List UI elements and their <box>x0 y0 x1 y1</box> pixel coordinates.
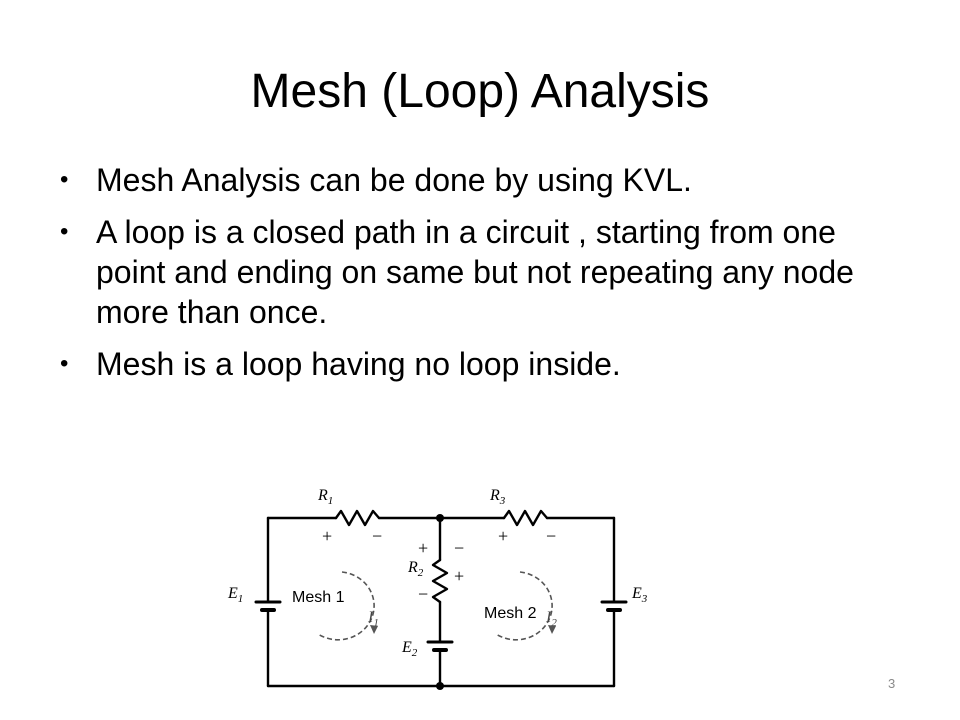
junction-top <box>436 514 444 522</box>
page-number: 3 <box>888 676 896 691</box>
resistor-r1 <box>334 509 381 527</box>
bullet-icon: • <box>60 166 69 193</box>
i1-label: I1 <box>367 609 379 629</box>
bullet-text: Mesh is a loop having no loop inside. <box>96 346 621 382</box>
r2-minus-sign-lower: − <box>418 584 428 604</box>
junction-bottom <box>436 682 444 690</box>
mesh2-current-arrow <box>495 571 553 641</box>
mesh2-arrowhead-icon <box>548 625 556 634</box>
bullet-item: • A loop is a closed path in a circuit ,… <box>60 212 880 332</box>
r1-plus-sign: + <box>322 526 332 546</box>
bullet-list: • Mesh Analysis can be done by using KVL… <box>60 160 880 396</box>
bullet-icon: • <box>60 218 69 245</box>
slide-title: Mesh (Loop) Analysis <box>250 65 710 118</box>
r2-plus-sign-lower: + <box>454 566 464 586</box>
r3-minus-sign: − <box>546 526 556 546</box>
r1-label: R1 <box>317 487 333 507</box>
e1-label: E1 <box>227 585 243 605</box>
r1-minus-sign: − <box>372 526 382 546</box>
mesh2-label: Mesh 2 <box>484 605 537 622</box>
r2-plus-sign: + <box>418 538 428 558</box>
e3-label: E3 <box>631 585 648 605</box>
r2-label: R2 <box>407 559 424 579</box>
mesh1-arrowhead-icon <box>370 625 378 634</box>
mesh1-label: Mesh 1 <box>292 589 345 606</box>
resistor-r2 <box>431 558 449 604</box>
circuit-diagram: R1 R3 R2 E1 E3 E2 I1 I2 + − + − + − − + … <box>227 487 648 690</box>
bullet-item: • Mesh Analysis can be done by using KVL… <box>60 160 880 200</box>
r2-minus-sign: − <box>454 538 464 558</box>
i2-label: I2 <box>545 609 557 629</box>
bullet-icon: • <box>60 350 69 377</box>
bullet-text: Mesh Analysis can be done by using KVL. <box>96 162 692 198</box>
r3-label: R3 <box>489 487 506 507</box>
e2-label: E2 <box>401 639 418 659</box>
bullet-text: A loop is a closed path in a circuit , s… <box>96 214 854 330</box>
resistor-r3 <box>502 509 549 527</box>
mesh1-current-arrow <box>317 571 375 641</box>
bullet-item: • Mesh is a loop having no loop inside. <box>60 344 880 384</box>
r3-plus-sign: + <box>498 526 508 546</box>
